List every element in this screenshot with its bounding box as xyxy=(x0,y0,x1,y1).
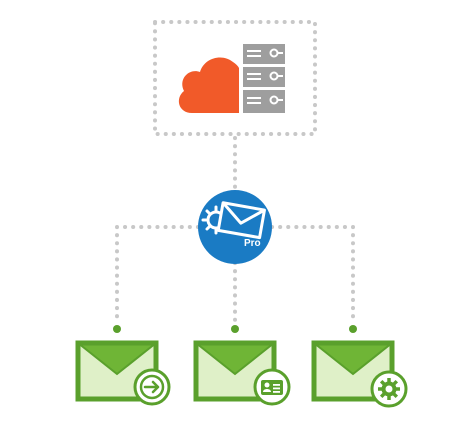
connector-hub-to-right xyxy=(270,225,355,324)
server-rack-icon xyxy=(243,44,285,113)
mail-settings-icon xyxy=(311,340,395,402)
connector-hub-to-left xyxy=(115,225,200,324)
connector-end-dot xyxy=(231,325,239,333)
leaf-node-contact xyxy=(193,340,291,406)
contact-card-icon xyxy=(253,368,291,406)
top-node xyxy=(153,20,317,136)
mail-forward-icon xyxy=(75,340,159,402)
top-node-frame xyxy=(153,20,317,136)
gear-icon xyxy=(370,370,408,408)
leaf-node-settings xyxy=(311,340,408,408)
mail-gear-icon xyxy=(201,201,266,240)
leaf-node-forward xyxy=(75,340,171,406)
hub-node: Pro xyxy=(198,190,272,264)
connector-lines xyxy=(115,136,355,324)
connector-end-dot xyxy=(113,325,121,333)
arrow-right-icon xyxy=(133,368,171,406)
cloud-icon xyxy=(178,57,239,113)
connector-end-dots xyxy=(113,325,357,333)
connector-end-dot xyxy=(349,325,357,333)
hub-badge-label: Pro xyxy=(244,238,261,249)
